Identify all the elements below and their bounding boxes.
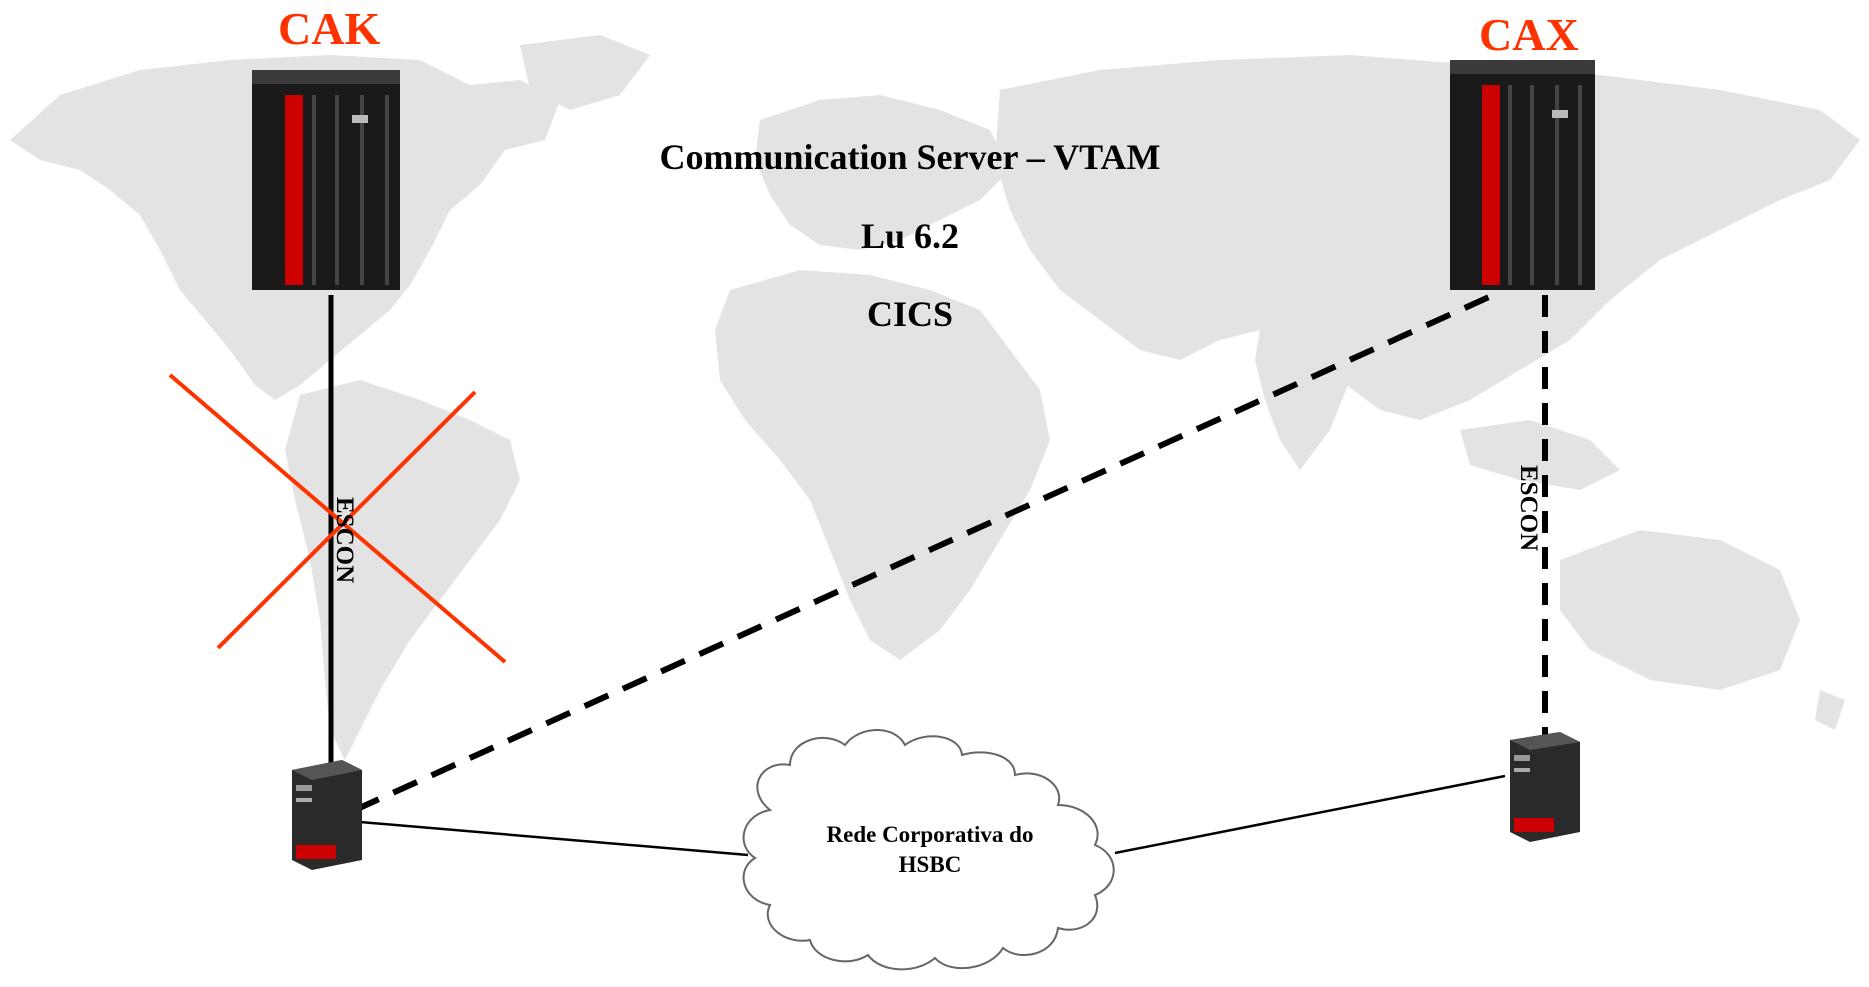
title-line-1: Communication Server – VTAM — [659, 137, 1161, 177]
title-line-2: Lu 6.2 — [860, 216, 960, 256]
tower-server-icon — [292, 760, 362, 870]
site-label-left: CAK — [278, 3, 381, 54]
africa-shape — [715, 270, 1050, 660]
new-zealand-shape — [1815, 690, 1845, 730]
world-map-background — [10, 35, 1860, 760]
europe-shape — [755, 95, 1010, 250]
site-label-right: CAX — [1479, 9, 1579, 60]
lan-link-right — [1114, 774, 1506, 855]
escon-label-left: ESCON — [331, 497, 358, 584]
title-line-3: CICS — [866, 294, 954, 334]
asia-shape — [995, 55, 1860, 420]
connections — [328, 289, 1548, 857]
x-cross-icon — [168, 373, 507, 664]
lan-link-left — [359, 820, 749, 857]
india-shape — [1255, 330, 1350, 470]
tower-server-icon — [1510, 732, 1580, 842]
south-america-shape — [285, 380, 520, 760]
mainframe-server-icon — [1450, 60, 1595, 290]
network-cloud-label: Rede Corporativa do HSBC — [800, 820, 1060, 880]
network-label-line1: Rede Corporativa do — [826, 822, 1034, 847]
network-cloud-icon — [742, 729, 1115, 971]
mainframe-server-icon — [252, 70, 400, 290]
escon-label-right: ESCON — [1515, 465, 1542, 552]
australia-shape — [1560, 530, 1800, 690]
southeast-asia-shape — [1460, 420, 1620, 490]
network-label-line2: HSBC — [898, 851, 962, 877]
greenland-shape — [520, 35, 650, 110]
